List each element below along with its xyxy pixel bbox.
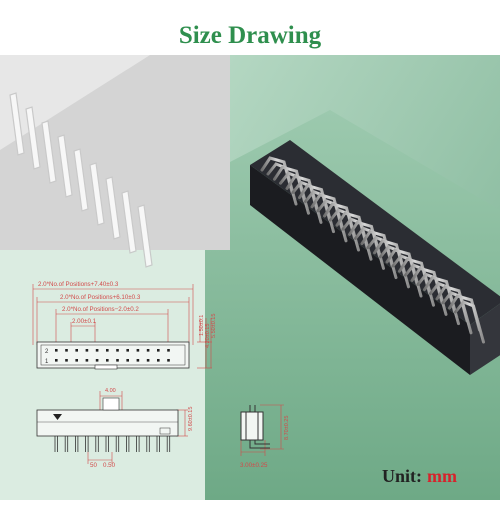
connector-pin: [379, 244, 410, 289]
connector-pin: [441, 290, 473, 335]
dim-pitch: 2.00±0.1: [72, 318, 97, 325]
side-view-drawing: 4.00 9.60±0.15 50 0.50: [36, 388, 194, 469]
pin-square: [136, 359, 140, 362]
pin-square: [157, 349, 160, 352]
pin-closeup-image: [0, 55, 230, 268]
pin-square: [55, 359, 58, 362]
pin-square: [65, 349, 68, 352]
profile-view-drawing: 8.70±0.25 3.00±0.25: [240, 404, 290, 469]
pin-square: [85, 359, 89, 362]
pin-square: [157, 359, 160, 362]
dim-height-a: 1.50±0.1: [199, 315, 205, 336]
pin-square: [167, 359, 170, 362]
pin-square: [65, 359, 68, 362]
connector-pin: [329, 208, 360, 252]
dim-overall-length: 2.0*No.of Positions+7.40±0.3: [38, 281, 119, 288]
connector-3d-image: [250, 140, 500, 375]
connector-pin: [291, 180, 323, 224]
page-title: Size Drawing: [178, 22, 322, 49]
closeup-pin: [57, 134, 73, 198]
connector-pin: [354, 226, 385, 270]
pin-square: [106, 349, 109, 352]
connector-pin: [416, 272, 448, 316]
unit-value: mm: [427, 466, 457, 486]
connector-pin: [454, 300, 485, 344]
front-view-drawing: 2.0*No.of Positions+7.40±0.3 2.0*No.of P…: [32, 281, 217, 370]
pin-square: [116, 359, 119, 362]
closeup-pin: [73, 148, 89, 212]
closeup-pin: [121, 190, 137, 254]
connector-pin: [279, 171, 310, 215]
connector-pin: [266, 162, 298, 206]
connector-pin: [429, 281, 460, 326]
unit-label-text: Unit:: [382, 466, 422, 486]
connector-pin: [404, 263, 435, 307]
row-label-1: 1: [45, 359, 49, 365]
row-label-2: 2: [45, 349, 49, 355]
pin-square: [126, 349, 129, 352]
connector-pin: [304, 189, 335, 234]
closeup-pin: [137, 204, 153, 268]
pin-square: [55, 349, 58, 352]
dim-pin-width: 0.50: [103, 462, 116, 469]
pin-square: [75, 349, 78, 352]
dim-pin-span: 2.0*No.of Positions−2.0±0.2: [62, 306, 139, 313]
pin-square: [116, 349, 119, 352]
dim-profile-height: 8.70±0.25: [284, 416, 290, 440]
dim-pin-pitch-half: 50: [90, 462, 97, 469]
dim-side-height: 9.60±0.15: [188, 407, 194, 431]
dim-body-length: 2.0*No.of Positions+6.10±0.3: [60, 294, 141, 301]
closeup-pin: [41, 120, 57, 184]
connector-pin: [391, 254, 423, 298]
dim-height-c: 5.50±0.15: [211, 314, 217, 338]
unit-label: Unit:mm: [382, 466, 457, 487]
connector-pin: [316, 198, 348, 243]
pin-square: [95, 359, 99, 362]
pin-square: [146, 349, 150, 352]
pin-square: [126, 359, 129, 362]
closeup-pin: [25, 106, 41, 170]
pin-square: [167, 349, 170, 352]
pin-square: [85, 349, 89, 352]
connector-pin: [341, 217, 373, 261]
pin-square: [146, 359, 150, 362]
dim-height-b: 4.20±0.15: [205, 324, 211, 348]
dim-profile-depth: 3.00±0.25: [240, 462, 268, 469]
pin-square: [136, 349, 140, 352]
pin-square: [95, 349, 99, 352]
closeup-pin: [105, 176, 121, 240]
closeup-pin: [9, 92, 25, 156]
pin-square: [106, 359, 109, 362]
pin-square: [75, 359, 78, 362]
connector-pin: [366, 235, 398, 280]
dim-key-width: 4.00: [105, 388, 116, 394]
closeup-pin: [89, 162, 105, 226]
